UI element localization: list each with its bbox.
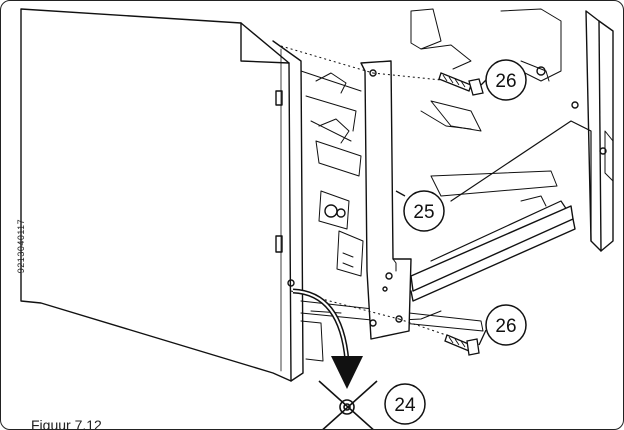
upper-screw	[438, 72, 484, 96]
document-code: 9213040117	[16, 218, 26, 274]
callout-26-lower-label: 26	[495, 316, 516, 337]
bracket-plate	[360, 60, 412, 340]
removal-arrow	[292, 288, 350, 362]
lower-screw	[444, 334, 480, 356]
callout-24-label: 24	[394, 395, 416, 416]
bolt-icon	[324, 204, 338, 218]
callout-25-circle	[403, 190, 445, 232]
callout-24-circle	[384, 383, 426, 425]
cabinet-side-panel	[20, 8, 292, 382]
callout-26-lower-circle	[485, 304, 527, 346]
callout-26-upper-label: 26	[495, 71, 516, 92]
arrow-head-icon	[331, 356, 363, 389]
crossed-out-gland	[318, 380, 378, 429]
callout-25-label: 25	[413, 202, 434, 223]
cabinet-front-frame	[272, 40, 304, 382]
cabinet-right-edge	[585, 10, 602, 252]
figure-caption: Figuur 7.12	[31, 417, 102, 430]
